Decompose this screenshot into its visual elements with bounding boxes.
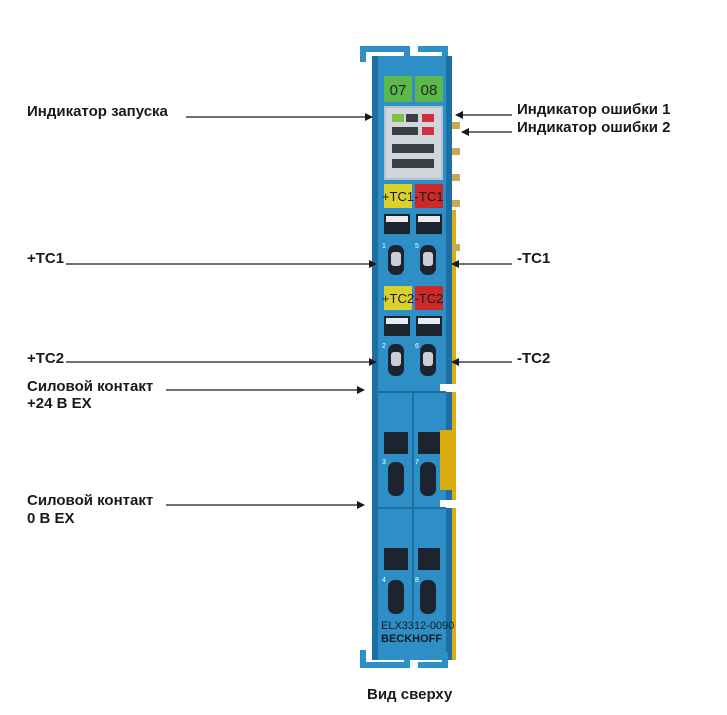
terminal-block-tc2 xyxy=(384,316,442,376)
minus-tc1-label: -TC1 xyxy=(517,250,551,267)
channel-tag-left xyxy=(384,76,412,102)
top-clip xyxy=(360,46,410,62)
channel-number-right: 08 xyxy=(421,82,438,99)
channel-tag-right xyxy=(415,76,443,102)
plus-tc1-label: +TC1 xyxy=(27,250,65,267)
tag-plus-tc1-text: +TC1 xyxy=(382,189,414,204)
power-contact-0v-label: Силовой контакт xyxy=(27,492,154,509)
minus-tc2-label: -TC2 xyxy=(517,350,551,367)
power-contact-24v-label: Силовой контакт xyxy=(27,378,154,395)
tag-plus-tc2 xyxy=(384,286,412,310)
terminal-number-1: 1 xyxy=(382,243,386,250)
tag-plus-tc2-text: +TC2 xyxy=(382,291,414,306)
error-led-2 xyxy=(422,127,434,135)
error-led-2-label: Индикатор ошибки 2 xyxy=(517,119,671,136)
run-led xyxy=(392,114,404,122)
terminal-number-7: 7 xyxy=(415,459,419,466)
tag-plus-tc1 xyxy=(384,184,412,208)
terminal-block-power-24v xyxy=(384,432,440,496)
terminal-block-tc1 xyxy=(384,214,442,275)
error-led-1-label: Индикатор ошибки 1 xyxy=(517,101,671,118)
run-led-label: Индикатор запуска xyxy=(27,103,168,120)
top-view-caption: Вид сверху xyxy=(367,686,453,703)
terminal-number-3: 3 xyxy=(382,459,386,466)
terminal-number-8: 8 xyxy=(415,577,419,584)
brand-label: BECKHOFF xyxy=(381,633,442,645)
plus-tc2-label: +TC2 xyxy=(27,350,65,367)
tag-minus-tc1-text: -TC1 xyxy=(415,189,444,204)
leader-lines xyxy=(66,111,512,509)
tag-minus-tc2-text: -TC2 xyxy=(415,291,444,306)
tag-minus-tc1 xyxy=(415,184,443,208)
terminal-number-6: 6 xyxy=(415,343,419,350)
error-led-1 xyxy=(422,114,434,122)
bottom-clip xyxy=(360,650,410,668)
terminal-number-4: 4 xyxy=(382,577,386,584)
terminal-number-5: 5 xyxy=(415,243,419,250)
tag-minus-tc2 xyxy=(415,286,443,310)
terminal-block-power-0v xyxy=(384,548,440,614)
power-contact-24v-value: +24 В EX xyxy=(27,395,92,412)
side-contacts xyxy=(452,122,460,251)
channel-number-left: 07 xyxy=(390,82,407,99)
model-label: ELX3312-0090 xyxy=(381,620,454,632)
terminal-number-2: 2 xyxy=(382,343,386,350)
led-rows xyxy=(392,114,434,168)
power-contact-0v-value: 0 В EX xyxy=(27,510,75,527)
